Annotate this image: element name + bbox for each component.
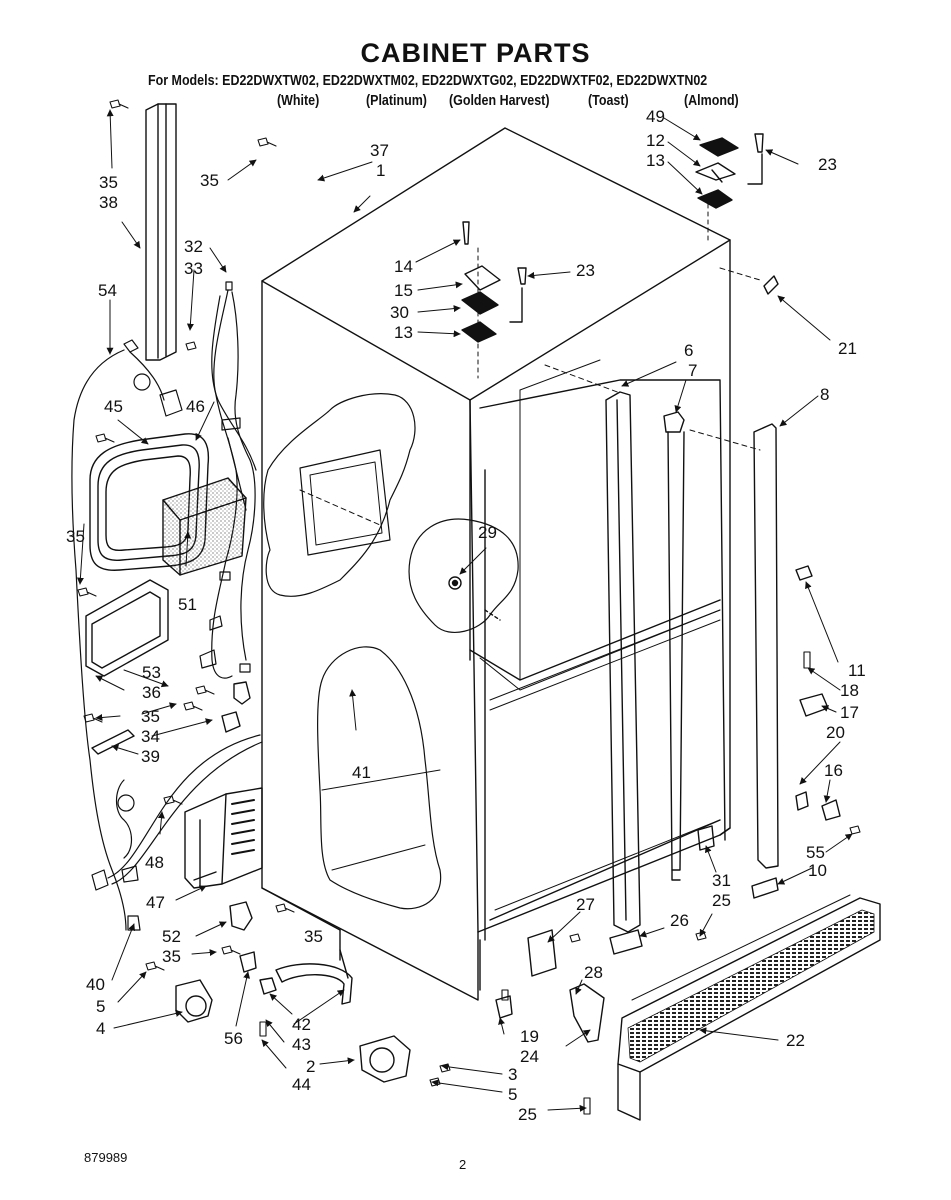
color-golden-harvest: (Golden Harvest) <box>449 93 550 109</box>
electrical-box-48 <box>184 787 263 889</box>
callout-51: 51 <box>178 595 197 614</box>
callout-3: 3 <box>508 1065 517 1084</box>
callout-8: 8 <box>820 385 829 404</box>
tube-42 <box>259 949 353 1005</box>
hinge-plate-28 <box>495 929 605 1043</box>
grommet-47 <box>193 871 217 881</box>
callout-32: 32 <box>184 237 203 256</box>
callout-5: 5 <box>508 1085 517 1104</box>
cover-10 <box>751 877 779 899</box>
callout-25: 25 <box>518 1105 537 1124</box>
callout-13: 13 <box>394 323 413 342</box>
callout-48: 48 <box>145 853 164 872</box>
callout-35: 35 <box>162 947 181 966</box>
callout-38: 38 <box>99 193 118 212</box>
callout-42: 42 <box>292 1015 311 1034</box>
callout-44: 44 <box>292 1075 311 1094</box>
callout-24: 24 <box>520 1047 539 1066</box>
brackets-26-31 <box>609 825 715 955</box>
callout-6: 6 <box>684 341 693 360</box>
callout-15: 15 <box>394 281 413 300</box>
callout-31: 31 <box>712 871 731 890</box>
callout-45: 45 <box>104 397 123 416</box>
callout-5: 5 <box>96 997 105 1016</box>
callout-33: 33 <box>184 259 203 278</box>
clamp-52 <box>229 901 253 931</box>
callout-14: 14 <box>394 257 413 276</box>
mullion-heater-7 <box>663 411 685 881</box>
toe-grille-22 <box>617 894 881 1121</box>
callout-35: 35 <box>99 173 118 192</box>
evaporator-51 <box>162 477 247 576</box>
callout-47: 47 <box>146 893 165 912</box>
callout-41: 41 <box>352 763 371 782</box>
callout-21: 21 <box>838 339 857 358</box>
bracket-56 <box>239 951 257 973</box>
callout-56: 56 <box>224 1029 243 1048</box>
callout-54: 54 <box>98 281 117 300</box>
leader-lines <box>76 109 853 1112</box>
callout-23: 23 <box>818 155 837 174</box>
power-cord-54 <box>71 339 263 931</box>
callout-23: 23 <box>576 261 595 280</box>
page-title: CABINET PARTS <box>360 38 591 68</box>
panel-36 <box>85 579 169 677</box>
color-almond: (Almond) <box>684 93 739 109</box>
callout-2: 2 <box>306 1057 315 1076</box>
callout-25: 25 <box>712 891 731 910</box>
document-code: 879989 <box>84 1150 128 1165</box>
hinge-stack-top <box>695 133 764 209</box>
callout-40: 40 <box>86 975 105 994</box>
callout-28: 28 <box>584 963 603 982</box>
small-clip-21 <box>763 275 779 295</box>
callout-36: 36 <box>142 683 161 702</box>
callout-35: 35 <box>304 927 323 946</box>
callout-35: 35 <box>200 171 219 190</box>
divider-trim-8 <box>753 423 779 869</box>
rollers-4-2 <box>175 979 411 1083</box>
hinge-stack-center <box>461 221 527 343</box>
callout-39: 39 <box>141 747 160 766</box>
callout-1: 1 <box>376 161 385 180</box>
callout-30: 30 <box>390 303 409 322</box>
callout-11: 11 <box>848 661 866 680</box>
models-line: For Models: ED22DWXTW02, ED22DWXTM02, ED… <box>148 73 708 89</box>
strip-39 <box>91 729 135 755</box>
screws <box>77 99 861 1115</box>
callout-13: 13 <box>646 151 665 170</box>
callout-19: 19 <box>520 1027 539 1046</box>
callout-17: 17 <box>840 703 859 722</box>
callout-46: 46 <box>186 397 205 416</box>
callout-18: 18 <box>840 681 859 700</box>
callout-37: 37 <box>370 141 389 160</box>
callout-52: 52 <box>162 927 181 946</box>
callout-49: 49 <box>646 107 665 126</box>
rear-trim-38 <box>145 103 177 361</box>
callout-12: 12 <box>646 131 665 150</box>
mullion-strip-6 <box>605 391 641 933</box>
callout-29: 29 <box>478 523 497 542</box>
color-white: (White) <box>277 93 320 109</box>
callout-43: 43 <box>292 1035 311 1054</box>
callout-34: 34 <box>141 727 160 746</box>
callout-10: 10 <box>808 861 827 880</box>
callout-labels: 35 38 35 37 1 32 33 54 45 46 35 51 53 36… <box>66 107 866 1124</box>
clips-53-34 <box>221 681 251 733</box>
callout-35: 35 <box>66 527 85 546</box>
callout-35: 35 <box>141 707 160 726</box>
page-number: 2 <box>459 1157 467 1172</box>
color-toast: (Toast) <box>588 93 629 109</box>
callout-55: 55 <box>806 843 825 862</box>
callout-7: 7 <box>688 361 697 380</box>
callout-22: 22 <box>786 1031 805 1050</box>
callout-26: 26 <box>670 911 689 930</box>
callout-27: 27 <box>576 895 595 914</box>
callout-20: 20 <box>826 723 845 742</box>
callout-4: 4 <box>96 1019 105 1038</box>
callout-53: 53 <box>142 663 161 682</box>
color-platinum: (Platinum) <box>366 93 427 109</box>
callout-16: 16 <box>824 761 843 780</box>
cabinet-shell <box>261 127 761 1001</box>
